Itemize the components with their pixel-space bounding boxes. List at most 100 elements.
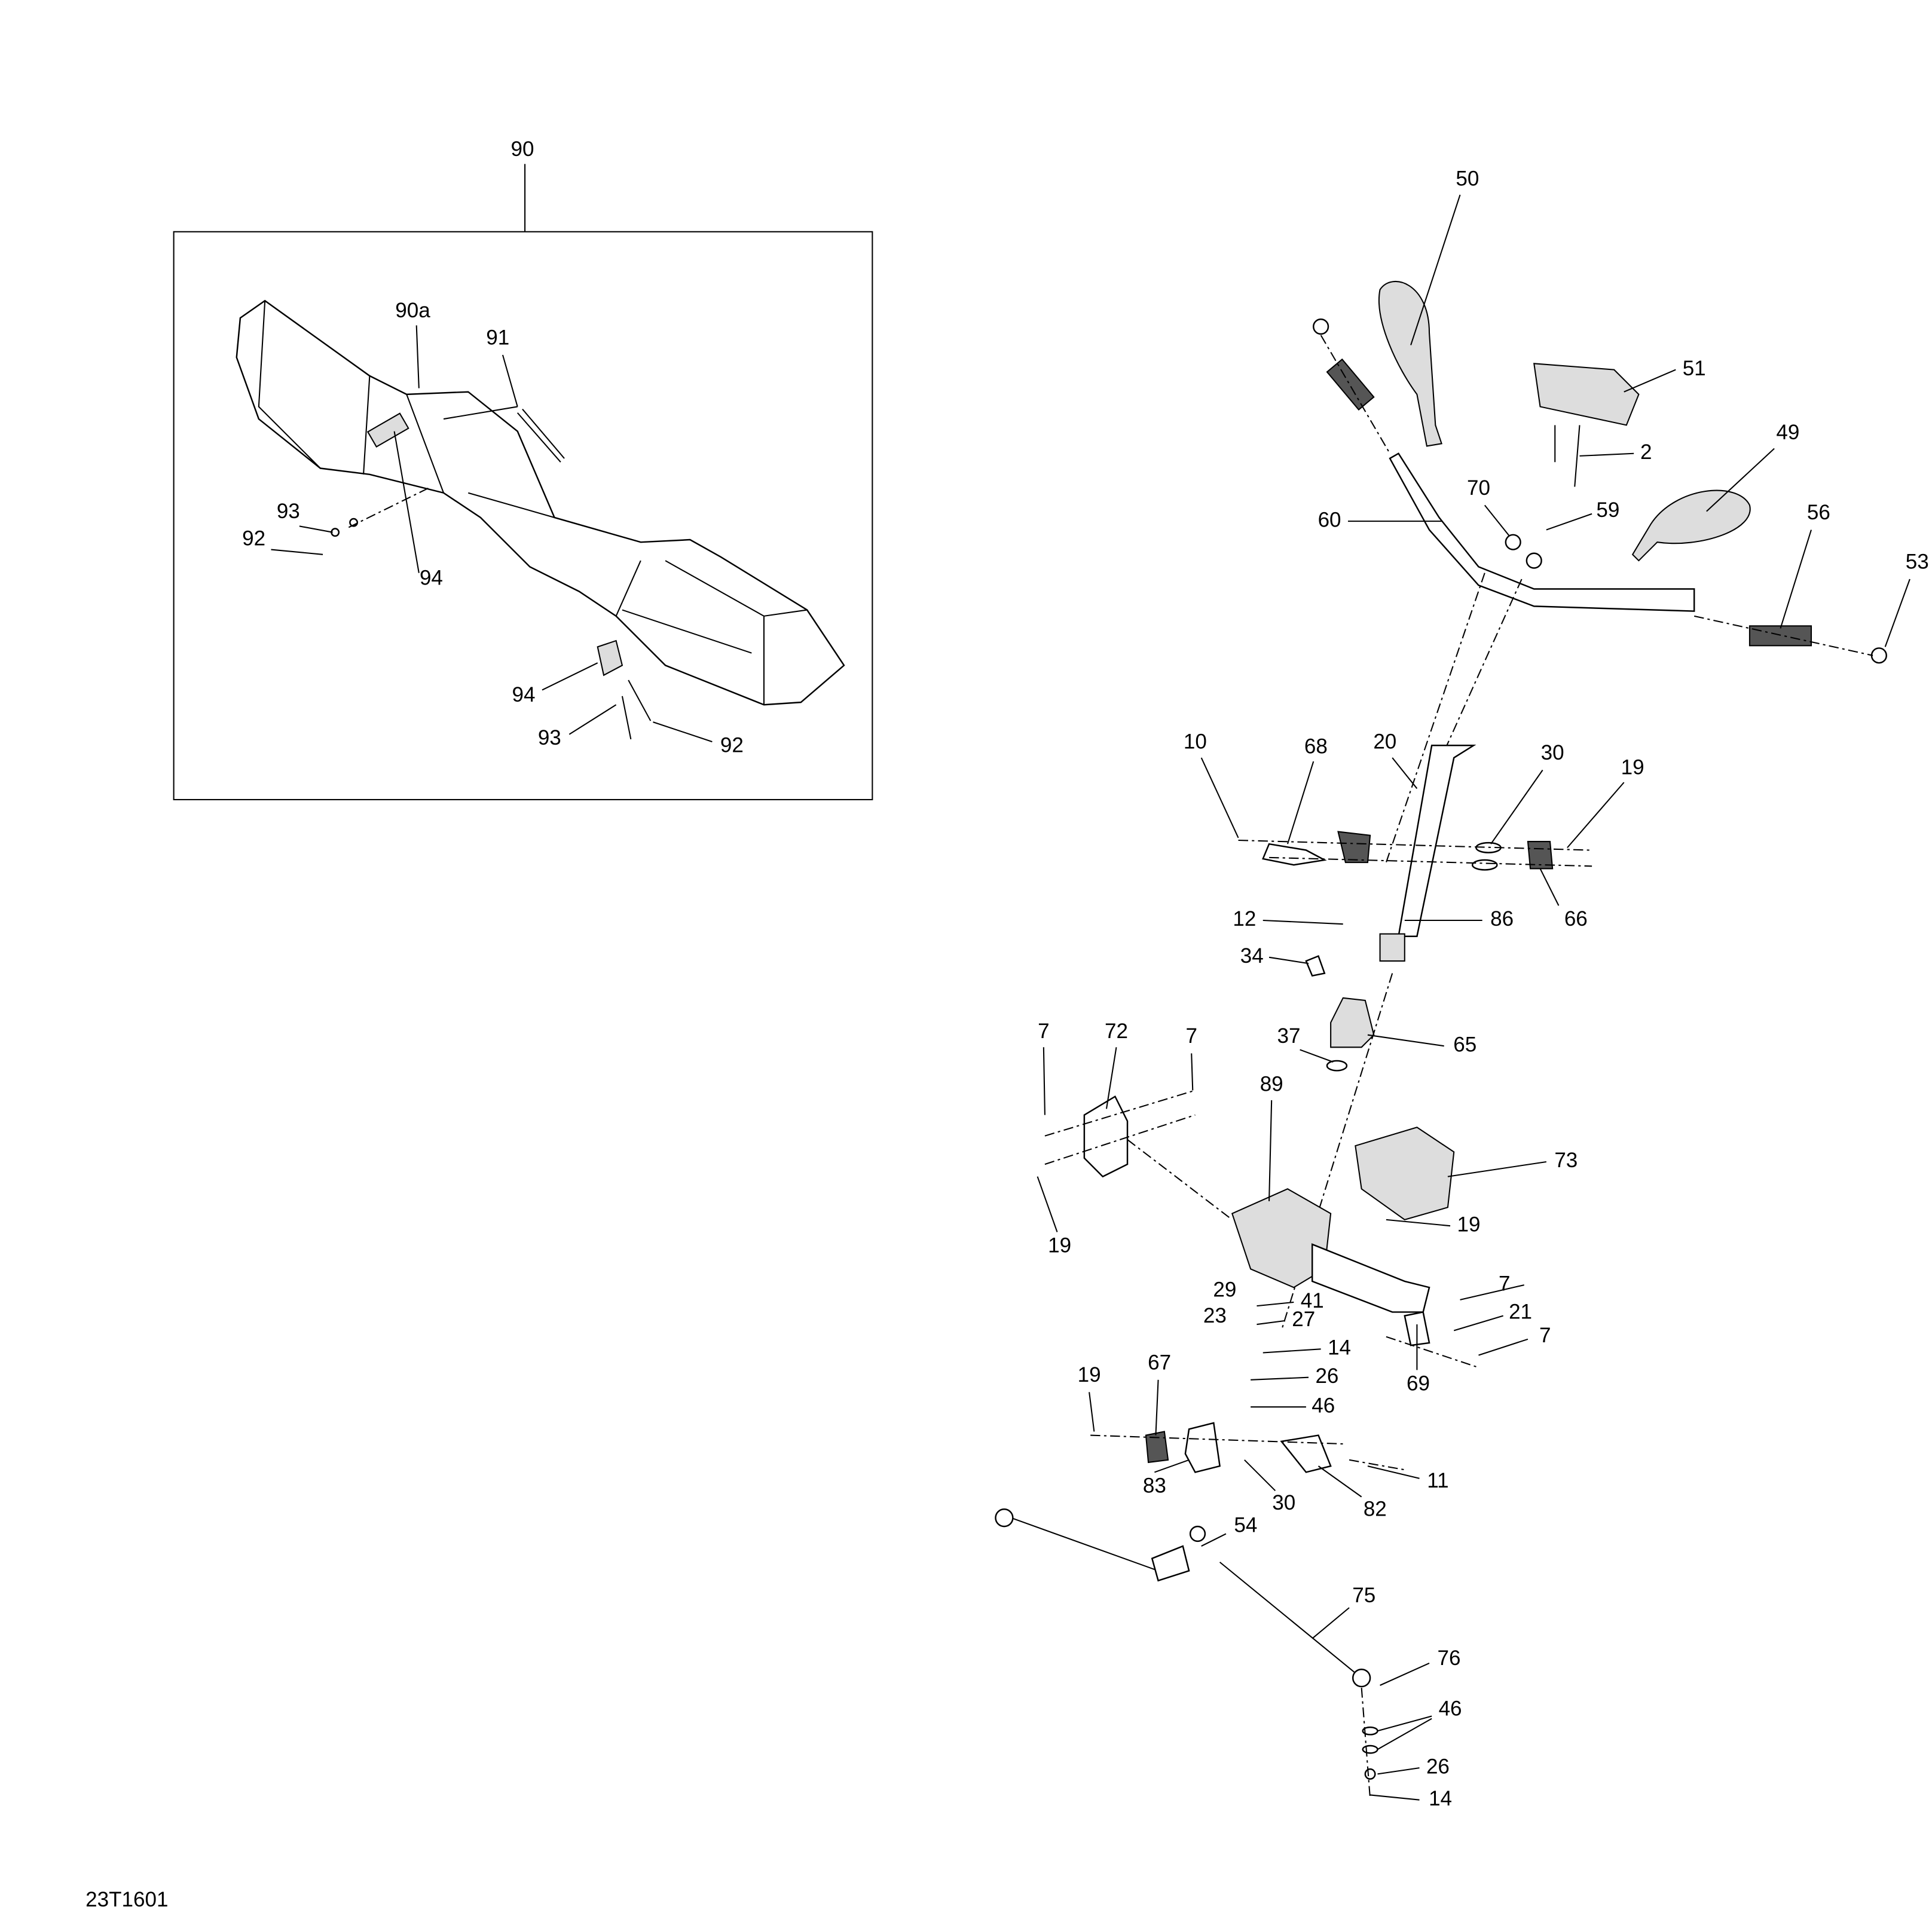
- leader-line: [1262, 1348, 1321, 1354]
- callout-label: 29: [1213, 1278, 1236, 1302]
- mirror-left: [1378, 280, 1442, 447]
- leader-line: [1884, 579, 1910, 647]
- leader-line: [1490, 769, 1543, 844]
- callout-label: 49: [1776, 421, 1799, 444]
- callout-label: 30: [1272, 1491, 1295, 1514]
- leader-line: [1244, 1459, 1276, 1492]
- callout-label: 37: [1277, 1024, 1301, 1048]
- leader-line: [271, 549, 323, 555]
- leader-line: [1367, 1465, 1420, 1479]
- callout-label: 14: [1429, 1787, 1452, 1810]
- callout-label: 50: [1456, 167, 1479, 190]
- leader-line: [1300, 1049, 1334, 1063]
- callout-label: 19: [1078, 1363, 1101, 1387]
- leader-line: [1105, 1047, 1117, 1109]
- callout-label: 56: [1807, 501, 1830, 524]
- callout-label: 73: [1554, 1149, 1578, 1172]
- callout-label: 12: [1233, 907, 1256, 931]
- leader-line: [1037, 1176, 1058, 1232]
- tie-rod-75: [1219, 1562, 1356, 1674]
- bushing-67: [1145, 1431, 1169, 1464]
- tie-rod-end-left: [995, 1508, 1014, 1528]
- leader-line: [1367, 1034, 1444, 1047]
- leader-line: [1191, 1053, 1194, 1091]
- callout-label: 82: [1364, 1498, 1387, 1521]
- leader-line: [568, 704, 617, 735]
- callout-label: 69: [1407, 1372, 1430, 1395]
- leader-line: [1317, 1465, 1362, 1498]
- bar-end-left: [1313, 318, 1329, 335]
- callout-label: 68: [1304, 735, 1328, 758]
- callout-label: 90: [510, 137, 534, 161]
- callout-label: 26: [1426, 1755, 1450, 1778]
- leader-line: [1546, 513, 1592, 531]
- leader-line: [1706, 448, 1775, 512]
- leader-line: [1567, 782, 1625, 849]
- leader-line: [1201, 1533, 1227, 1547]
- callout-label: 19: [1457, 1213, 1480, 1236]
- callout-label: 7: [1038, 1020, 1049, 1043]
- callout-label: 19: [1048, 1234, 1071, 1257]
- leader-line: [1624, 369, 1676, 393]
- callout-label: 23: [1203, 1304, 1227, 1327]
- leader-line: [1312, 1607, 1350, 1639]
- callout-label: 65: [1453, 1033, 1476, 1056]
- clip-34: [1305, 955, 1326, 977]
- callout-label: 67: [1148, 1351, 1171, 1374]
- boot-65: [1330, 997, 1375, 1048]
- callout-label: 21: [1509, 1300, 1532, 1324]
- leader-line: [653, 721, 713, 743]
- callout-label: 72: [1105, 1020, 1128, 1043]
- leader-line: [393, 431, 420, 573]
- leader-lines: [271, 194, 1910, 1801]
- callout-label: 54: [1234, 1513, 1257, 1537]
- callout-label: 11: [1427, 1469, 1448, 1492]
- callout-label: 76: [1438, 1646, 1461, 1670]
- leader-line: [1453, 1315, 1503, 1332]
- leader-line: [1539, 868, 1560, 906]
- eps-motor: [1311, 1243, 1430, 1313]
- leader-line: [1089, 1392, 1095, 1432]
- bracket-68: [1262, 843, 1327, 866]
- cover-73: [1355, 1127, 1455, 1220]
- callout-label: 94: [512, 683, 536, 706]
- callout-label: 92: [720, 734, 744, 757]
- leader-line: [1251, 1376, 1309, 1381]
- leader-line: [1478, 1338, 1529, 1356]
- bracket-82: [1280, 1434, 1332, 1473]
- callout-label: 60: [1318, 508, 1341, 531]
- tie-rod-left: [1004, 1514, 1158, 1572]
- handlebar-cover: [1533, 363, 1640, 426]
- bracket-72: [1083, 1095, 1129, 1178]
- steering-column: [1398, 745, 1476, 938]
- leader-line: [1392, 757, 1418, 789]
- callout-label: 30: [1541, 741, 1564, 764]
- leader-line: [1377, 1715, 1432, 1732]
- callout-label: 34: [1240, 944, 1264, 968]
- pitman-83: [1184, 1422, 1221, 1473]
- leader-line: [1268, 956, 1309, 965]
- leader-line: [1262, 919, 1343, 925]
- inset-frame: [173, 231, 873, 801]
- callout-label: 70: [1467, 476, 1490, 500]
- callout-label: 53: [1906, 550, 1929, 573]
- leader-line: [1155, 1379, 1159, 1436]
- leader-line: [1154, 1459, 1190, 1473]
- leader-line: [1377, 1767, 1420, 1775]
- callout-label: 94: [420, 566, 443, 589]
- leader-line: [542, 662, 598, 691]
- leader-line: [1200, 757, 1239, 838]
- mirror-right: [1631, 489, 1751, 562]
- callout-label: 14: [1328, 1336, 1351, 1360]
- leader-line: [1386, 1219, 1451, 1227]
- leader-line: [1410, 194, 1461, 345]
- leader-line: [415, 325, 420, 388]
- callout-label: 19: [1621, 756, 1644, 779]
- leader-line: [299, 525, 333, 533]
- callout-label: 7: [1185, 1024, 1197, 1048]
- clamp-94-lower: [597, 639, 623, 677]
- callout-label: 46: [1312, 1394, 1335, 1417]
- callout-label: 90a: [395, 299, 430, 322]
